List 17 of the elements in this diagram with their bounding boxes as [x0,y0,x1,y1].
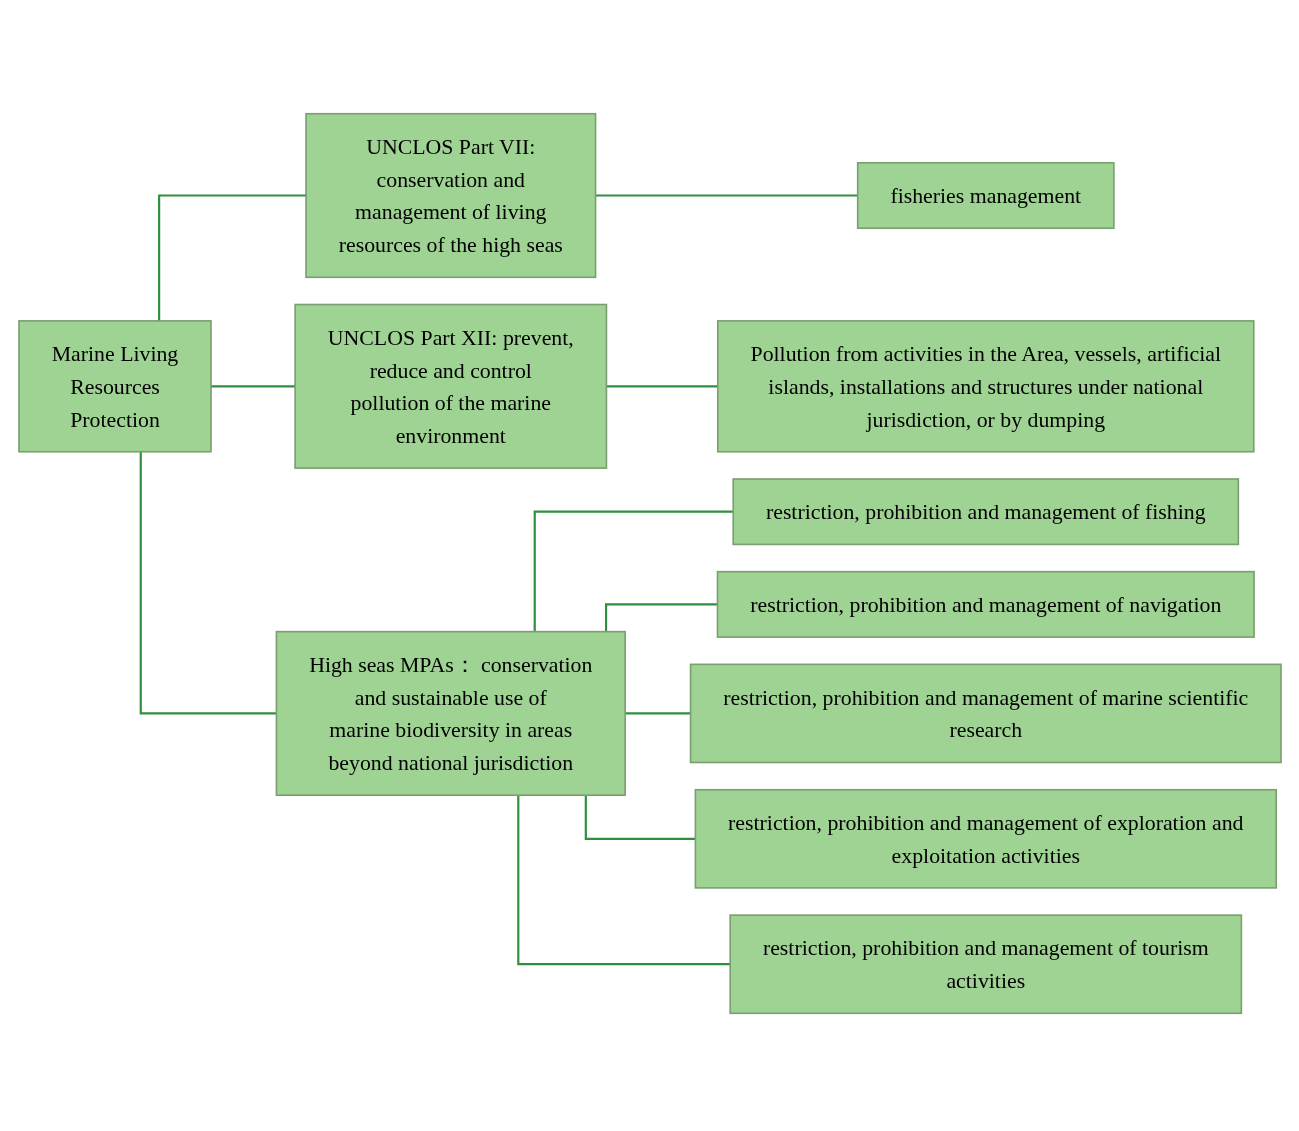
connector [516,795,730,966]
node-box: UNCLOS Part VII: conservation and management of living resources of the high seas [304,112,596,279]
node-box: restriction, prohibition and management of fishing [731,478,1239,546]
node-box: restriction, prohibition and management of tourism activities [728,914,1242,1015]
node-box: restriction, prohibition and management of exploration and exploitation activities [694,788,1277,889]
connector [139,451,276,715]
node-box: UNCLOS Part XII: prevent, reduce and control pollution of the marine environment [293,303,607,469]
connector [584,795,695,840]
node-box: restriction, prohibition and management of navigation [716,570,1255,638]
node-box: restriction, prohibition and management of marine scientific research [689,663,1282,764]
connector [533,510,733,632]
node-box: High seas MPAs： conservation and sustainable use of marine biodiversity in areas beyond national jurisdiction [275,630,626,797]
node-box: Pollution from activities in the Area, vessels, artificial islands, installations and structures under national jurisdiction, or by dumping [716,320,1255,453]
node-box: fisheries management [856,161,1115,230]
connector [157,194,306,321]
connector [604,603,717,632]
node-box: Marine Living Resources Protection [17,320,212,453]
